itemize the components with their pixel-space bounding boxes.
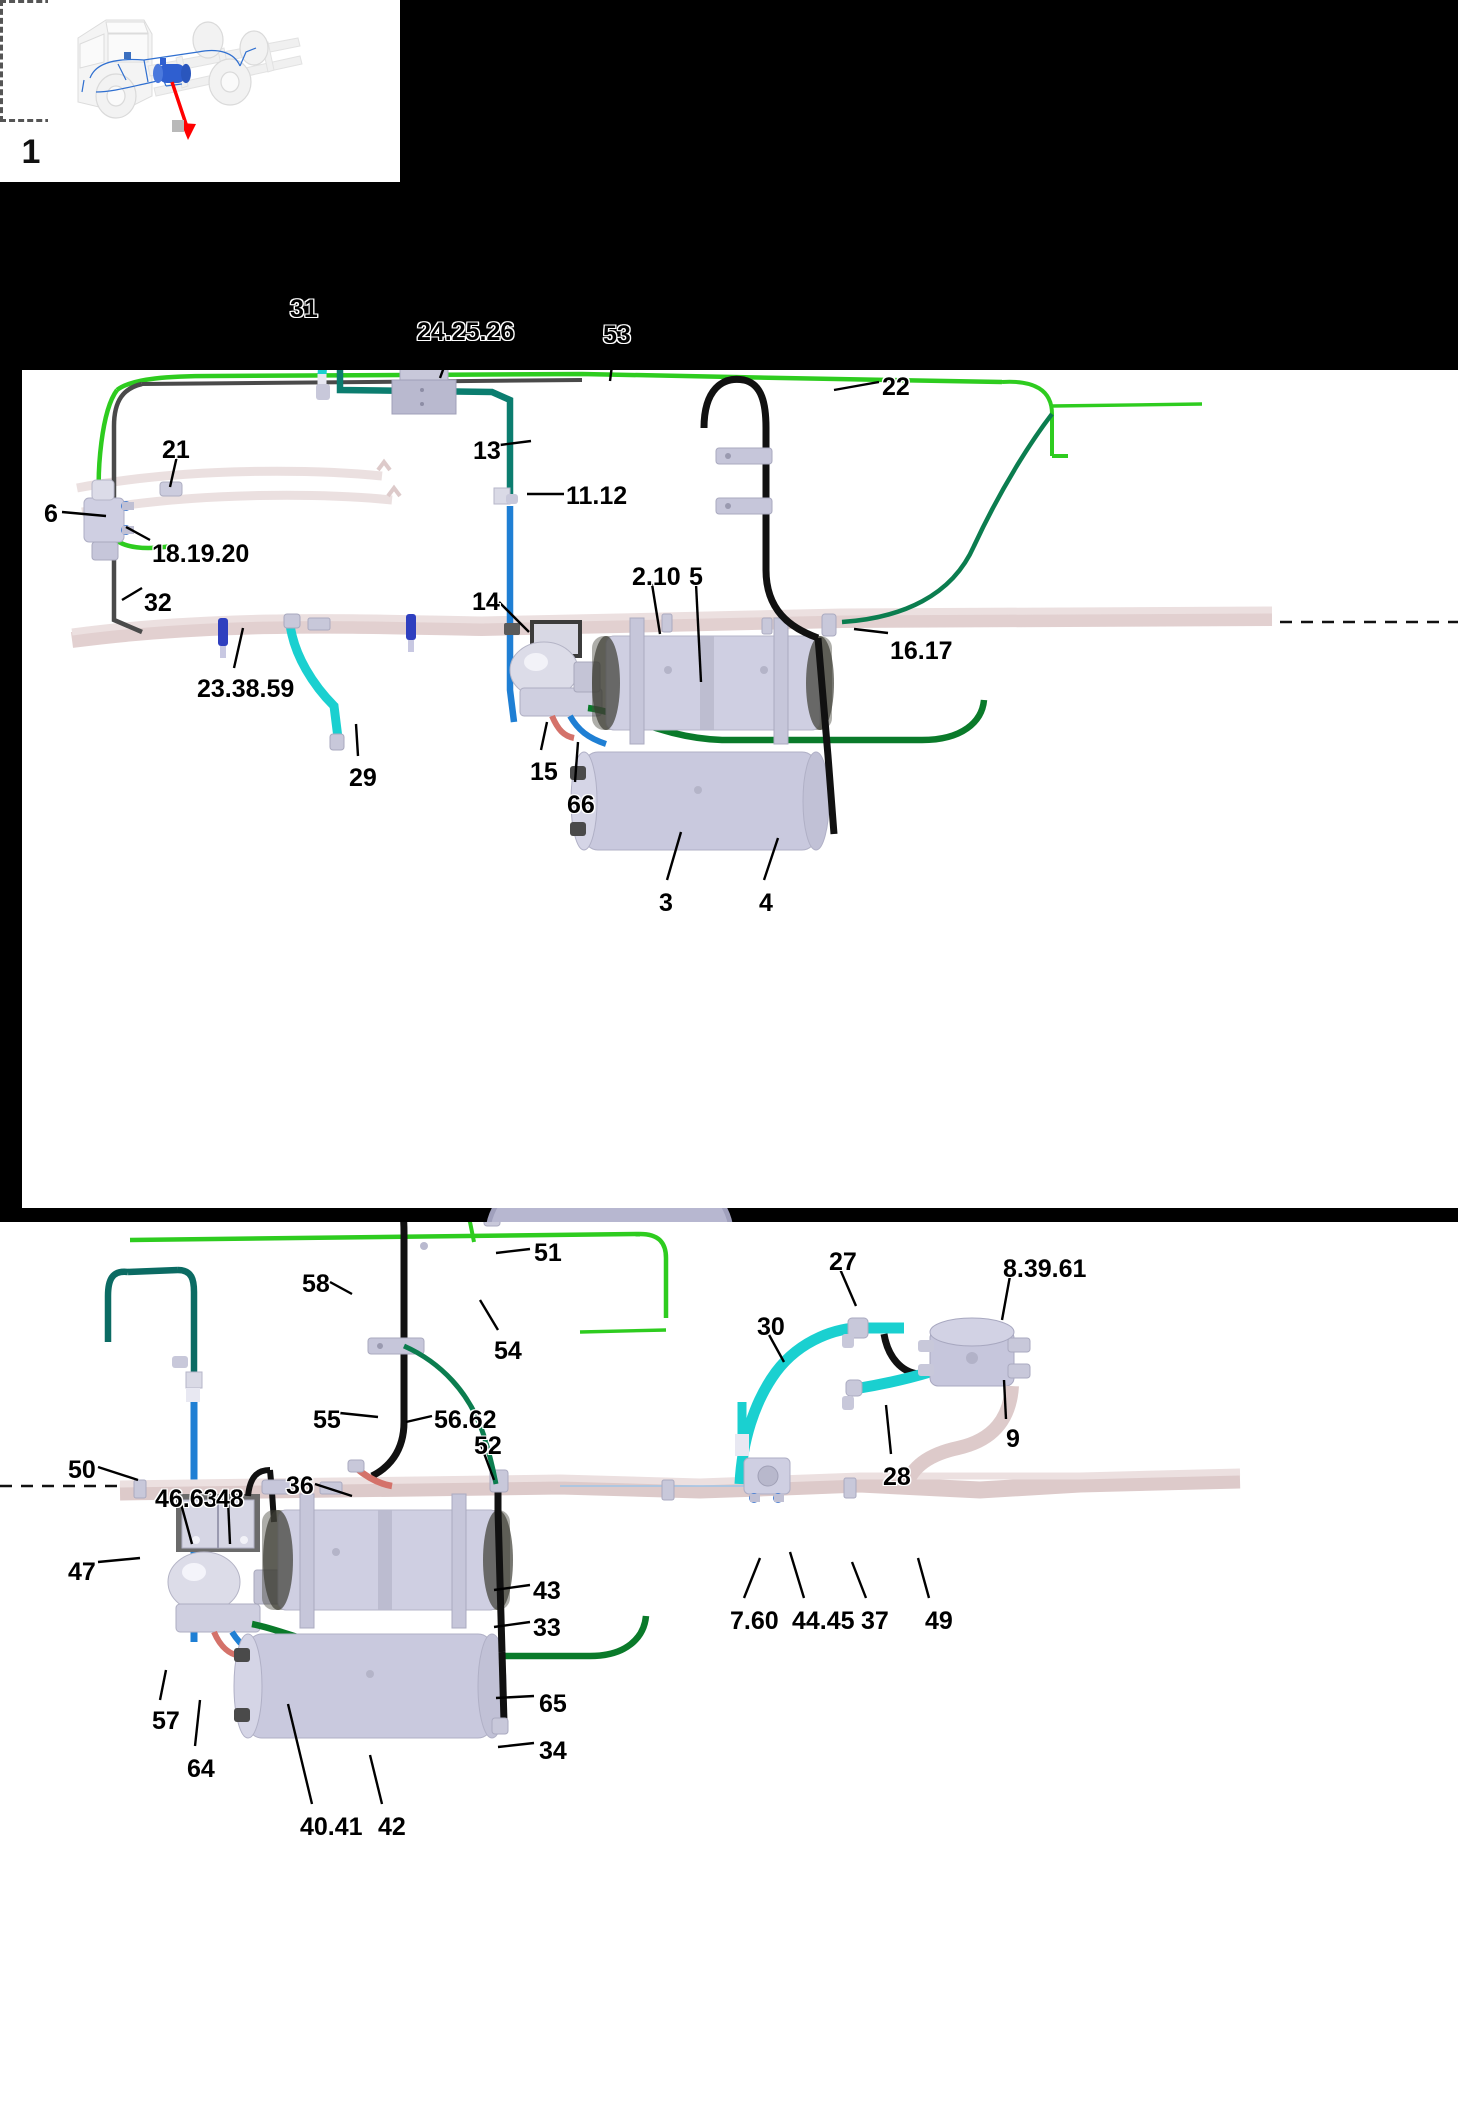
callout-label-48: 48 — [216, 1485, 244, 1513]
callout-label-40.41: 40.41 — [300, 1813, 363, 1841]
callout-label-5: 5 — [689, 563, 703, 591]
callout-label-36: 36 — [286, 1472, 314, 1500]
callout-label-18.19.20: 18.19.20 — [152, 540, 250, 568]
valve-assembly-6 — [83, 479, 134, 561]
valve-block-9 — [918, 1317, 1031, 1387]
fitting-16-17 — [821, 613, 837, 637]
hose-50-teal — [104, 1268, 129, 1342]
callout-label-13: 13 — [473, 437, 501, 465]
callout-label-27: 27 — [829, 1248, 857, 1276]
upper-assembly-drawing — [70, 370, 1458, 851]
hose-blue-vertical — [506, 506, 518, 723]
callout-label-30: 30 — [757, 1313, 785, 1341]
clamp-23-38-59 — [218, 618, 228, 658]
callout-label-28: 28 — [883, 1463, 911, 1491]
valve-assembly-15 — [509, 620, 603, 717]
fitting-51 — [483, 1222, 501, 1227]
callout-label-44.45: 44.45 — [792, 1607, 855, 1635]
callout-label-9: 9 — [1006, 1425, 1020, 1453]
callout-label-66: 66 — [567, 791, 595, 819]
truck-overview-panel — [48, 0, 400, 182]
callout-label-34: 34 — [539, 1737, 567, 1765]
fitting-27 — [842, 1317, 869, 1348]
callout-label-16.17: 16.17 — [890, 637, 953, 665]
air-tank-upper — [592, 635, 834, 731]
callout-label-49: 49 — [925, 1607, 953, 1635]
lower-assembly-drawing — [0, 1222, 1241, 1739]
callout-label-56.62: 56.62 — [434, 1406, 497, 1434]
callout-label-51: 51 — [534, 1239, 562, 1267]
callout-label-42: 42 — [378, 1813, 406, 1841]
detail-view-panel — [0, 0, 1385, 1307]
callout-label-33: 33 — [533, 1614, 561, 1642]
bracket-24-25-26 — [391, 370, 457, 415]
callout-arrow — [170, 81, 196, 140]
callout-label-24.25.26: 24.25.26 — [417, 318, 515, 346]
callout-label-21: 21 — [162, 436, 190, 464]
valve-7-60 — [743, 1457, 791, 1503]
callout-label-15: 15 — [530, 758, 558, 786]
clip-21 — [159, 481, 183, 497]
callout-label-11.12: 11.12 — [566, 482, 628, 510]
callout-label-50: 50 — [68, 1456, 96, 1484]
fitting-50 — [172, 1356, 203, 1402]
fitting-34 — [491, 1717, 509, 1735]
callout-label-22: 22 — [882, 373, 910, 401]
chassis-rail — [70, 458, 1273, 648]
chassis-rail-lower — [129, 1231, 669, 1334]
clamp-upper — [715, 447, 773, 465]
callout-label-43: 43 — [533, 1577, 561, 1605]
callout-label-14: 14 — [472, 588, 500, 616]
callout-label-32: 32 — [144, 589, 172, 617]
callout-label-31: 31 — [290, 295, 318, 323]
callout-label-64: 64 — [187, 1755, 215, 1783]
air-tank-upper-lower-panel — [262, 1509, 513, 1611]
hose-black-right — [700, 375, 820, 642]
hose-48 — [245, 1467, 271, 1497]
callout-label-6: 6 — [44, 500, 58, 528]
callout-label-2.10: 2.10 — [632, 563, 681, 591]
callout-label-57: 57 — [152, 1707, 180, 1735]
upper-assembly-panel: 31 24.25.26 53 22 21 13 11.12 6 18.19.20 2.10 5 32 1… — [22, 295, 1458, 1208]
hose-29 — [285, 623, 343, 739]
hose-58 — [370, 1222, 408, 1480]
hose-32 — [111, 381, 143, 635]
callout-label-53: 53 — [603, 321, 631, 349]
clamp-secondary — [406, 614, 416, 652]
callout-label-65: 65 — [539, 1690, 567, 1718]
clamp-lower — [715, 497, 773, 515]
callout-number: 1 — [21, 132, 41, 171]
callout-label-47: 47 — [68, 1558, 96, 1586]
air-tank-lower-lower-panel — [233, 1633, 507, 1739]
callout-label-3: 3 — [659, 889, 673, 917]
fitting-28 — [842, 1379, 863, 1410]
callout-label-23.38.59: 23.38.59 — [197, 675, 295, 703]
truck-chassis-illustration — [77, 19, 303, 140]
clip-14 — [504, 623, 520, 635]
tank-strap-40-41 — [299, 1493, 467, 1629]
callout-label-7.60: 7.60 — [730, 1607, 779, 1635]
callout-label-46.63: 46.63 — [155, 1485, 218, 1513]
callout-label-54: 54 — [494, 1337, 522, 1365]
hose-49 — [899, 1385, 1019, 1489]
callout-label-55: 55 — [313, 1406, 341, 1434]
callout-label-8.39.61: 8.39.61 — [1003, 1255, 1087, 1283]
fitting-11-12 — [493, 487, 518, 505]
hose-43-33 — [494, 1490, 506, 1653]
callout-label-52: 52 — [474, 1432, 502, 1460]
callout-label-37: 37 — [861, 1607, 889, 1635]
air-tank-lower — [570, 751, 830, 851]
tank-strap-2-10 — [629, 617, 789, 745]
hose-31-fitting — [316, 384, 330, 400]
callout-label-58: 58 — [302, 1270, 330, 1298]
callout-label-4: 4 — [759, 889, 773, 917]
callout-label-29: 29 — [349, 764, 377, 792]
hose-28-black — [880, 1333, 919, 1378]
clamp-48 — [261, 1479, 293, 1495]
